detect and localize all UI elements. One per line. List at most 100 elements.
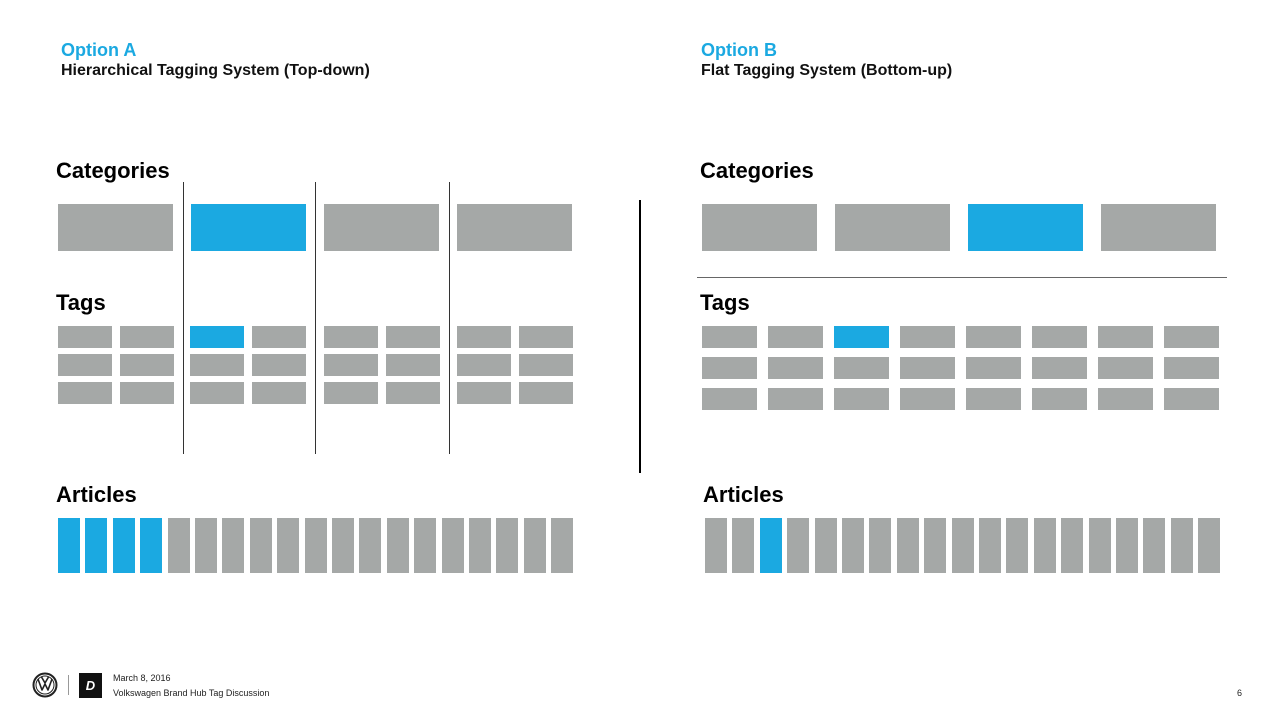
option-b-categories-heading: Categories <box>700 158 814 183</box>
option-b-tag-box <box>702 388 757 410</box>
option-a-article-box <box>551 518 574 573</box>
option-b-tag-box <box>966 357 1021 379</box>
option-a-article-box <box>496 518 519 573</box>
option-a-article-box <box>332 518 354 573</box>
option-a-article-box <box>523 518 546 573</box>
option-b-tag-box <box>900 388 955 410</box>
option-b-article-box <box>1143 518 1166 573</box>
option-a-article-box <box>441 518 464 573</box>
option-b-article-box <box>979 518 1001 573</box>
option-b-label: Option B <box>701 40 777 60</box>
option-a-tag-box <box>386 326 440 348</box>
option-a-article-box <box>167 518 190 573</box>
option-b-separator <box>697 277 1227 278</box>
option-a-tag-box <box>457 354 511 376</box>
option-a-column-divider <box>449 182 450 454</box>
option-a-tag-box <box>190 354 244 376</box>
option-b-tags-heading: Tags <box>700 290 750 315</box>
option-b-article-box <box>732 518 755 573</box>
option-b-tag-box <box>1032 326 1087 348</box>
option-b-article-box <box>1033 518 1056 573</box>
option-a-tag-box <box>120 354 174 376</box>
option-b-article-box <box>869 518 892 573</box>
option-a-tag-box <box>252 326 306 348</box>
option-a-column-divider <box>315 182 316 454</box>
option-b-diagram: Categories Tags Articles <box>697 158 1227 573</box>
option-b-category-box <box>1101 204 1216 251</box>
option-a-article-box <box>469 518 491 573</box>
option-a-tag-box <box>190 382 244 404</box>
option-b-tag-box <box>1032 388 1087 410</box>
option-b-article-box <box>924 518 947 573</box>
option-a-article-box <box>112 518 135 573</box>
option-a-article-box <box>304 518 327 573</box>
option-a-tag-box <box>519 354 573 376</box>
option-b-tag-box <box>1098 326 1153 348</box>
option-a-tag-box <box>519 382 573 404</box>
option-a-label: Option A <box>61 40 137 60</box>
option-b-article-box <box>842 518 864 573</box>
option-a-category-box <box>457 204 572 251</box>
option-a-tag-box <box>252 382 306 404</box>
d-logo-icon: D <box>79 673 102 698</box>
option-b-article-box <box>1088 518 1111 573</box>
option-b-tag-box <box>768 357 823 379</box>
option-a-article-box <box>222 518 245 573</box>
option-b-tag-box <box>768 388 823 410</box>
option-b-category-box <box>835 204 950 251</box>
option-a-subtitle: Hierarchical Tagging System (Top-down) <box>61 62 370 79</box>
option-a-tag-box <box>457 326 511 348</box>
option-a-tag-box <box>519 326 573 348</box>
option-a-tag-box <box>457 382 511 404</box>
option-a-tag-box <box>190 326 244 348</box>
option-b-article-box <box>814 518 837 573</box>
d-logo-letter: D <box>85 678 96 693</box>
option-b-tag-box <box>834 357 889 379</box>
option-a-diagram: Categories Tags Articles <box>0 0 640 620</box>
option-a-tag-box <box>324 354 378 376</box>
option-b-category-box <box>968 204 1083 251</box>
option-b-tag-box <box>834 326 889 348</box>
option-a-tag-box <box>324 326 378 348</box>
option-b-article-box <box>1170 518 1193 573</box>
option-b-tag-box <box>1098 357 1153 379</box>
option-b-tag-box <box>834 388 889 410</box>
option-b-article-box <box>787 518 810 573</box>
option-a-tag-box <box>58 326 112 348</box>
option-a-article-box <box>85 518 108 573</box>
option-a-tag-box <box>386 382 440 404</box>
option-b-tag-box <box>702 357 757 379</box>
option-a-article-box <box>277 518 300 573</box>
option-a-tag-box <box>120 382 174 404</box>
page-number: 6 <box>1237 688 1243 698</box>
footer-date: March 8, 2016 <box>113 673 171 683</box>
option-a-article-box <box>195 518 217 573</box>
option-b-tag-box <box>702 326 757 348</box>
option-b-articles-heading: Articles <box>703 482 784 507</box>
option-a-article-box <box>386 518 409 573</box>
option-b-tag-box <box>900 357 955 379</box>
option-a-tags-heading: Tags <box>56 290 106 315</box>
option-a-tag-box <box>58 382 112 404</box>
option-a-article-box <box>140 518 163 573</box>
option-b-article-box <box>705 518 727 573</box>
option-a-tag-box <box>252 354 306 376</box>
option-b-article-box <box>759 518 782 573</box>
option-a-tag-box <box>58 354 112 376</box>
option-a-category-box <box>324 204 439 251</box>
option-a-tag-box <box>120 326 174 348</box>
option-a-tag-box <box>386 354 440 376</box>
option-b-tag-box <box>1164 357 1219 379</box>
option-b-tag-box <box>1164 388 1219 410</box>
option-b-article-box <box>1061 518 1084 573</box>
option-a-article-box <box>249 518 272 573</box>
option-b-tag-box <box>1164 326 1219 348</box>
option-b-tag-box <box>900 326 955 348</box>
footer-divider <box>68 675 69 695</box>
option-a-categories-heading: Categories <box>56 158 170 183</box>
option-a-article-box <box>58 518 80 573</box>
option-a-articles-heading: Articles <box>56 482 137 507</box>
option-a-category-box <box>191 204 306 251</box>
option-b-tag-box <box>966 326 1021 348</box>
option-b-article-box <box>896 518 919 573</box>
